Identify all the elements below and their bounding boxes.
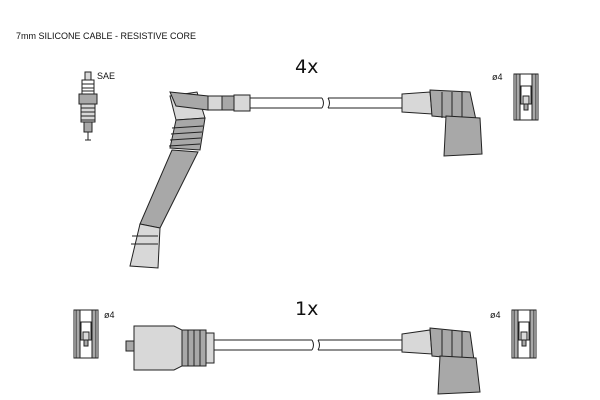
terminal-bottom-left-icon bbox=[73, 309, 99, 359]
top-cable-wire bbox=[250, 97, 402, 109]
cable-spec-header: 7mm SILICONE CABLE - RESISTIVE CORE bbox=[16, 31, 197, 41]
top-cable bbox=[129, 89, 483, 269]
top-cable-straight-boot bbox=[129, 91, 206, 269]
bottom-cable-wire bbox=[214, 339, 402, 351]
bottom-cable bbox=[125, 325, 481, 395]
top-cable-boot-collar bbox=[169, 91, 251, 112]
spark-plug-standard-label: SAE bbox=[97, 71, 116, 81]
terminal-diameter-label-bottom-left: ø4 bbox=[104, 310, 115, 320]
bottom-cable-straight-boot bbox=[125, 325, 215, 371]
bottom-set-quantity: 1x bbox=[295, 298, 319, 320]
spark-plug-icon bbox=[78, 71, 98, 141]
terminal-top-right-icon bbox=[513, 73, 539, 121]
terminal-diameter-label-top-right: ø4 bbox=[492, 72, 503, 82]
top-cable-angle-boot bbox=[401, 89, 483, 157]
terminal-diameter-label-bottom-right: ø4 bbox=[490, 310, 501, 320]
top-set-quantity: 4x bbox=[295, 56, 319, 78]
bottom-cable-angle-boot bbox=[401, 327, 481, 395]
terminal-bottom-right-icon bbox=[511, 309, 537, 359]
